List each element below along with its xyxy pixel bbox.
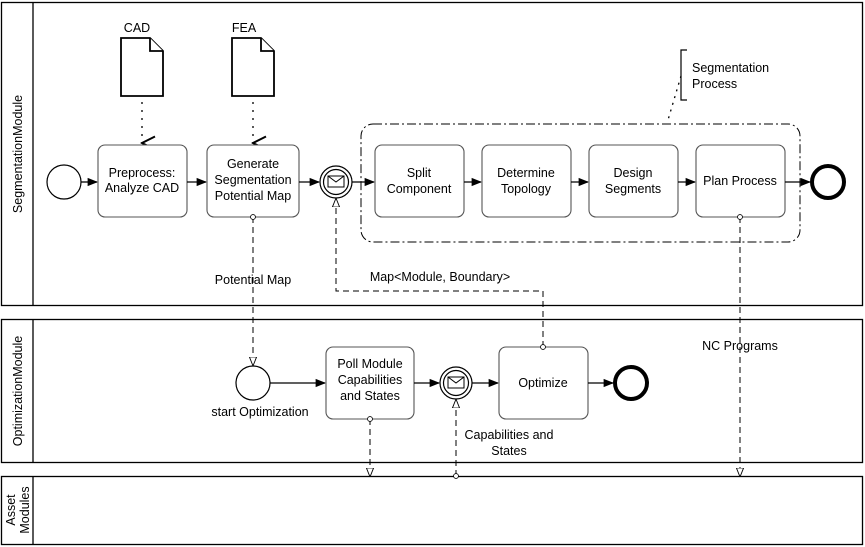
task-split-component[interactable]: Split Component (374, 144, 465, 218)
end-event-optimization[interactable] (613, 365, 649, 401)
data-object-cad-label: CAD (124, 21, 150, 35)
segmentation-process-group (360, 123, 801, 243)
label-capabilities-line2: States (491, 444, 526, 458)
task-determine-line1: Determine (497, 166, 555, 180)
task-poll-line1: Poll Module (337, 357, 402, 371)
label-potential-map: Potential Map (215, 273, 291, 287)
pool-asset-modules: Asset Modules (0, 475, 864, 546)
task-generate-potential-map[interactable]: Generate Segmentation Potential Map (206, 144, 300, 218)
envelope-icon (447, 376, 465, 389)
start-event-optimization[interactable] (235, 365, 271, 401)
task-optimize[interactable]: Optimize (498, 346, 589, 420)
message-catch-event-optimization[interactable] (439, 366, 473, 400)
task-determine-line2: Topology (501, 182, 552, 196)
task-design-segments[interactable]: Design Segments (588, 144, 679, 218)
task-generate-line3: Potential Map (215, 189, 291, 203)
task-poll-line3: and States (340, 389, 400, 403)
task-plan-line1: Plan Process (703, 174, 777, 188)
task-preprocess[interactable]: Preprocess: Analyze CAD (97, 144, 188, 218)
task-split-line1: Split (407, 166, 432, 180)
task-generate-line2: Segmentation (214, 173, 291, 187)
pool-asset-label-line2: Modules (18, 486, 32, 533)
annotation-segmentation-process: Segmentation Process (667, 49, 769, 121)
task-design-line2: Segments (605, 182, 661, 196)
envelope-icon (327, 175, 345, 188)
task-determine-topology[interactable]: Determine Topology (481, 144, 572, 218)
data-object-fea[interactable]: FEA (231, 21, 275, 97)
pool-optimization-label: OptimizationModule (11, 336, 25, 447)
task-poll-line2: Capabilities (338, 373, 403, 387)
end-event-segmentation[interactable] (810, 164, 846, 200)
label-capabilities-line1: Capabilities and (465, 428, 554, 442)
data-object-fea-label: FEA (232, 21, 257, 35)
label-nc-programs: NC Programs (702, 339, 778, 353)
task-plan-process[interactable]: Plan Process (695, 144, 786, 218)
task-preprocess-line2: Analyze CAD (105, 181, 179, 195)
message-catch-event-segmentation[interactable] (319, 165, 353, 199)
data-object-cad[interactable]: CAD (120, 21, 164, 97)
label-start-optimization: start Optimization (211, 405, 308, 419)
task-split-line2: Component (387, 182, 452, 196)
pool-segmentation-label: SegmentationModule (11, 95, 25, 213)
label-map-module-boundary: Map<Module, Boundary> (370, 270, 510, 284)
task-design-line1: Design (614, 166, 653, 180)
task-preprocess-line1: Preprocess: (109, 166, 176, 180)
task-poll-module[interactable]: Poll Module Capabilities and States (325, 346, 415, 420)
pool-asset-label-line1: Asset (4, 494, 18, 526)
task-generate-line1: Generate (227, 157, 279, 171)
start-event-segmentation[interactable] (46, 164, 82, 200)
task-optimize-line1: Optimize (518, 376, 567, 390)
annotation-line2: Process (692, 77, 737, 91)
annotation-line1: Segmentation (692, 61, 769, 75)
